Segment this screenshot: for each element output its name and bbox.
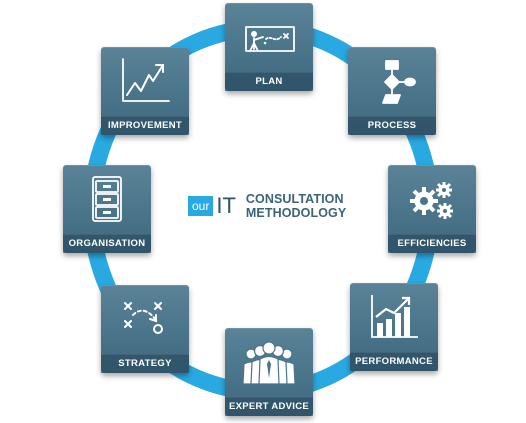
title-line-2: METHODOLOGY (245, 206, 347, 220)
title-line-1: CONSULTATION (245, 192, 344, 206)
tile-label: PLAN (225, 72, 313, 91)
tile-improvement: IMPROVEMENT (101, 47, 189, 135)
gears-icon (402, 171, 462, 227)
bar-chart-icon (364, 289, 424, 345)
brand-our: our (188, 196, 214, 216)
tile-label: ORGANISATION (63, 234, 151, 253)
tile-efficiencies: EFFICIENCIES (388, 165, 476, 253)
diagram-center-title: our IT CONSULTATION METHODOLOGY (188, 189, 346, 223)
methodology-title: CONSULTATION METHODOLOGY (246, 192, 346, 220)
tile-process: PROCESS (348, 47, 436, 135)
trend-line-icon (115, 53, 175, 109)
tile-label: EXPERT ADVICE (225, 397, 313, 416)
team-icon (239, 334, 299, 390)
tile-label: EFFICIENCIES (388, 234, 476, 253)
tile-expert-advice: EXPERT ADVICE (225, 328, 313, 416)
tile-label: PROCESS (348, 116, 436, 135)
flowchart-icon (362, 53, 422, 109)
tile-plan: PLAN (225, 3, 313, 91)
tile-label: PERFORMANCE (350, 352, 438, 371)
tile-label: IMPROVEMENT (101, 116, 189, 135)
tile-label: STRATEGY (101, 354, 189, 373)
brand-it: IT (216, 193, 236, 218)
presentation-board-icon (239, 9, 299, 65)
tile-strategy: STRATEGY (101, 285, 189, 373)
tile-organisation: ORGANISATION (63, 165, 151, 253)
filing-cabinet-icon (77, 171, 137, 227)
play-diagram-icon (115, 291, 175, 347)
tile-performance: PERFORMANCE (350, 283, 438, 371)
